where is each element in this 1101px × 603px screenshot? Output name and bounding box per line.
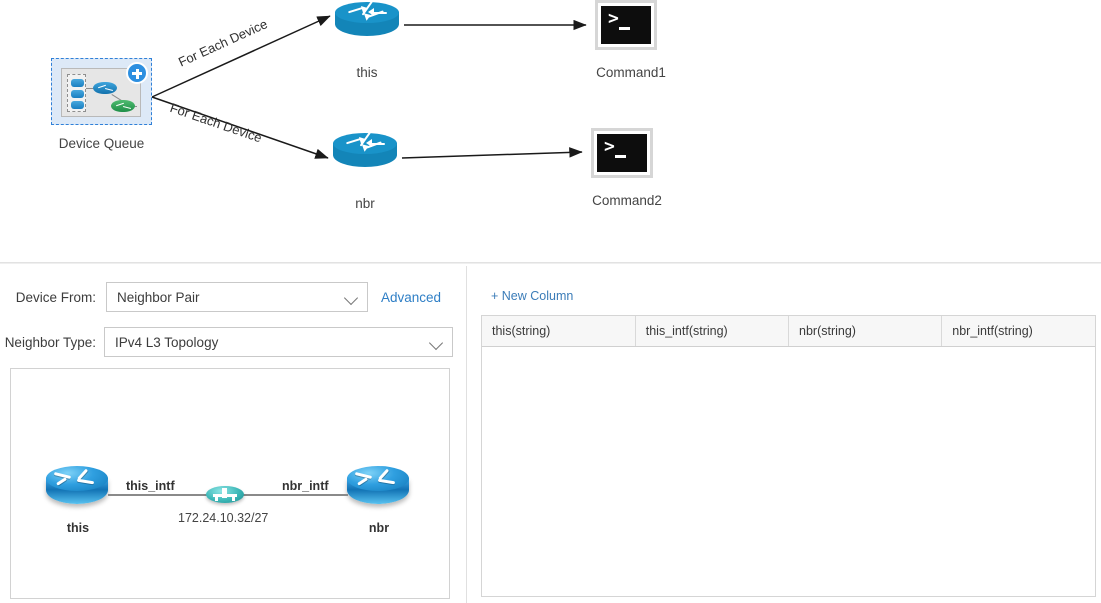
terminal-icon: > — [597, 134, 647, 172]
topology-link-left — [108, 494, 210, 496]
neighbor-type-label: Neighbor Type: — [4, 334, 96, 350]
interface-label-this: this_intf — [126, 479, 175, 493]
topology-router-this[interactable] — [44, 466, 112, 518]
queue-item-icon — [71, 90, 84, 98]
topology-label-this: this — [66, 521, 90, 535]
columns-pane: + New Column this(string) this_intf(stri… — [466, 266, 1101, 603]
section-divider — [0, 262, 1101, 264]
workflow-node-this[interactable] — [335, 0, 399, 46]
column-header-nbr[interactable]: nbr(string) — [788, 316, 943, 347]
queue-stack-icon — [67, 74, 86, 112]
queue-item-icon — [71, 101, 84, 109]
workflow-node-label-this: this — [356, 65, 378, 80]
workflow-node-command1[interactable]: > — [595, 0, 657, 50]
advanced-link[interactable]: Advanced — [381, 289, 442, 305]
pane-divider — [466, 266, 467, 603]
topology-router-nbr[interactable] — [345, 466, 413, 518]
column-header-this-intf[interactable]: this_intf(string) — [635, 316, 790, 347]
workflow-node-device-queue[interactable] — [51, 58, 152, 125]
workflow-node-label-command1: Command1 — [596, 65, 666, 80]
topology-link-right — [240, 494, 348, 496]
device-from-select[interactable]: Neighbor Pair — [106, 282, 368, 312]
neighbor-type-select[interactable]: IPv4 L3 Topology — [104, 327, 453, 357]
device-from-label: Device From: — [15, 289, 96, 305]
device-selection-pane: Device From: Neighbor Pair Advanced Neig… — [0, 266, 466, 603]
router-icon — [111, 100, 135, 112]
chevron-down-icon — [343, 290, 359, 306]
neighbor-type-value: IPv4 L3 Topology — [115, 334, 219, 350]
router-icon — [93, 82, 117, 94]
workflow-node-label-device-queue: Device Queue — [58, 136, 145, 151]
queue-item-icon — [71, 79, 84, 87]
device-from-value: Neighbor Pair — [117, 289, 200, 305]
topology-label-nbr: nbr — [368, 521, 390, 535]
chevron-down-icon — [428, 335, 444, 351]
workflow-canvas[interactable]: Device Queue this nbr > Command1 — [0, 0, 1101, 262]
new-column-button[interactable]: + New Column — [491, 289, 574, 303]
workflow-node-nbr[interactable] — [333, 131, 397, 177]
interface-label-nbr: nbr_intf — [282, 479, 329, 493]
columns-table[interactable]: this(string) this_intf(string) nbr(strin… — [481, 315, 1096, 597]
table-header-row: this(string) this_intf(string) nbr(strin… — [482, 316, 1095, 347]
column-header-nbr-intf[interactable]: nbr_intf(string) — [941, 316, 1095, 347]
subnet-label: 172.24.10.32/27 — [178, 511, 269, 525]
connector-line — [86, 88, 94, 89]
workflow-node-command2[interactable]: > — [591, 128, 653, 178]
add-plus-icon[interactable] — [126, 62, 148, 84]
workflow-edges — [151, 15, 587, 159]
workflow-node-label-nbr: nbr — [355, 196, 375, 211]
workflow-node-label-command2: Command2 — [592, 193, 662, 208]
terminal-icon: > — [601, 6, 651, 44]
subnet-node-icon[interactable] — [206, 486, 244, 503]
column-header-this[interactable]: this(string) — [482, 316, 636, 347]
